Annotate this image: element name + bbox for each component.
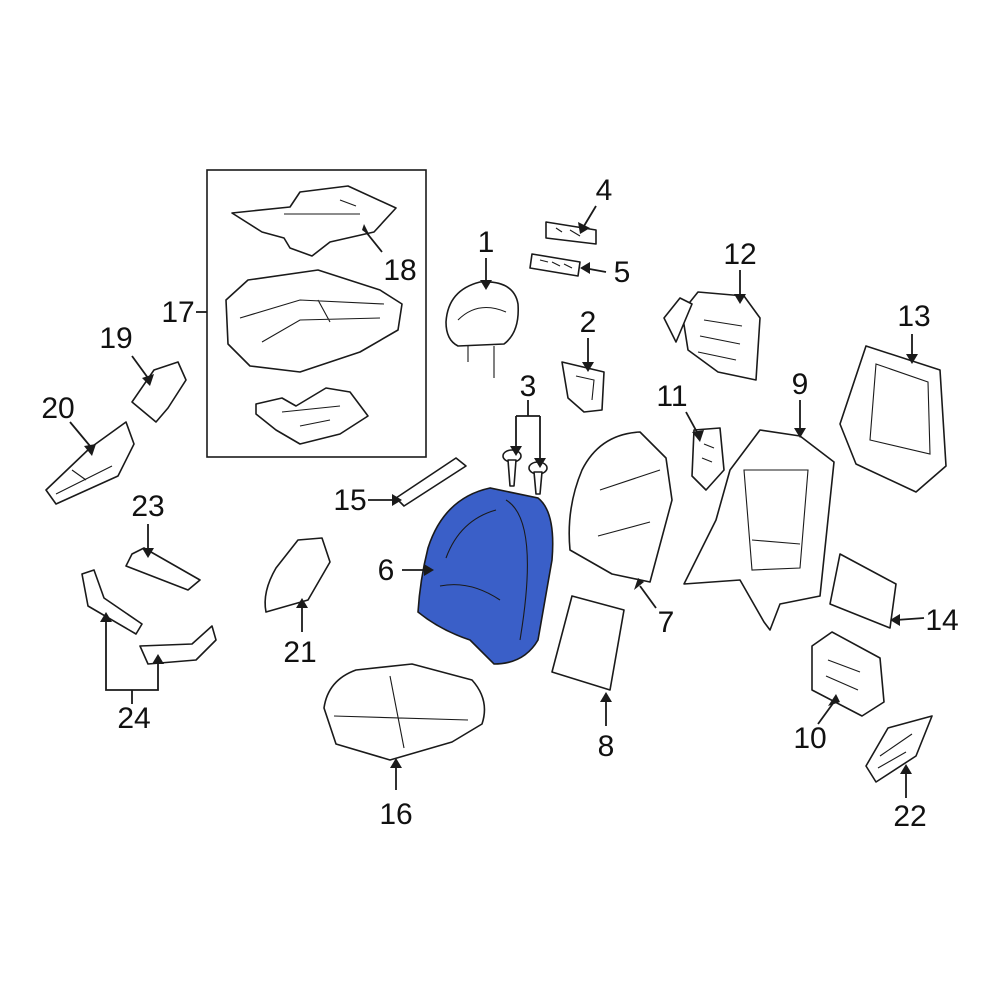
callout-9: 9 xyxy=(792,368,809,401)
part-11-bracket[interactable] xyxy=(691,427,725,491)
group-17-box xyxy=(206,169,427,458)
callout-6: 6 xyxy=(378,554,395,587)
callout-21: 21 xyxy=(283,636,316,669)
callout-3: 3 xyxy=(520,370,537,403)
callout-10: 10 xyxy=(793,722,826,755)
callout-19: 19 xyxy=(99,322,132,355)
callout-1: 1 xyxy=(478,226,495,259)
callout-23: 23 xyxy=(131,490,164,523)
part-13-back-assembly[interactable] xyxy=(839,345,947,493)
part-23-trim[interactable] xyxy=(125,547,201,591)
callout-5: 5 xyxy=(614,256,631,289)
part-15-rod[interactable] xyxy=(395,457,467,507)
arrow-heads xyxy=(84,222,918,774)
callout-7: 7 xyxy=(658,606,675,639)
part-9-frame[interactable] xyxy=(683,429,835,631)
callout-4: 4 xyxy=(596,174,613,207)
part-21-side-cover[interactable] xyxy=(264,537,331,613)
part-10-plate[interactable] xyxy=(811,631,885,717)
part-4-switch[interactable] xyxy=(545,221,597,245)
part-18-pad[interactable] xyxy=(231,185,397,257)
part-2-guide[interactable] xyxy=(561,361,605,413)
part-14-panel[interactable] xyxy=(829,553,897,629)
part-24-trim-b[interactable] xyxy=(139,625,217,665)
part-17-cushion[interactable] xyxy=(225,269,403,373)
callout-11: 11 xyxy=(656,380,687,413)
callout-18: 18 xyxy=(383,254,416,287)
part-24-trim-a[interactable] xyxy=(81,569,143,635)
part-6-seatback-pad[interactable] xyxy=(417,487,554,665)
callout-8: 8 xyxy=(598,730,615,763)
leader-lines xyxy=(69,205,925,798)
callout-15: 15 xyxy=(333,484,366,517)
callout-20: 20 xyxy=(41,392,74,425)
callout-24: 24 xyxy=(117,702,150,735)
part-17-tray[interactable] xyxy=(255,387,369,445)
callout-labels: 1 2 3 4 5 6 7 8 9 10 11 12 13 14 15 16 1… xyxy=(41,174,958,833)
callout-13: 13 xyxy=(897,300,930,333)
part-22-controller[interactable] xyxy=(865,715,933,783)
part-5-switch[interactable] xyxy=(529,253,581,277)
part-19-shield[interactable] xyxy=(131,361,187,423)
part-8-back-panel[interactable] xyxy=(551,595,625,691)
callout-12: 12 xyxy=(723,238,756,271)
part-20-shield[interactable] xyxy=(45,421,135,505)
callout-2: 2 xyxy=(580,306,597,339)
part-1-headrest[interactable] xyxy=(445,281,520,378)
part-12-lumbar[interactable] xyxy=(663,291,761,381)
callout-14: 14 xyxy=(925,604,958,637)
callout-16: 16 xyxy=(379,798,412,831)
part-16-cushion-cover[interactable] xyxy=(323,663,486,761)
callout-17: 17 xyxy=(161,296,194,329)
callout-22: 22 xyxy=(893,800,926,833)
part-7-seatback-cover[interactable] xyxy=(568,431,673,583)
